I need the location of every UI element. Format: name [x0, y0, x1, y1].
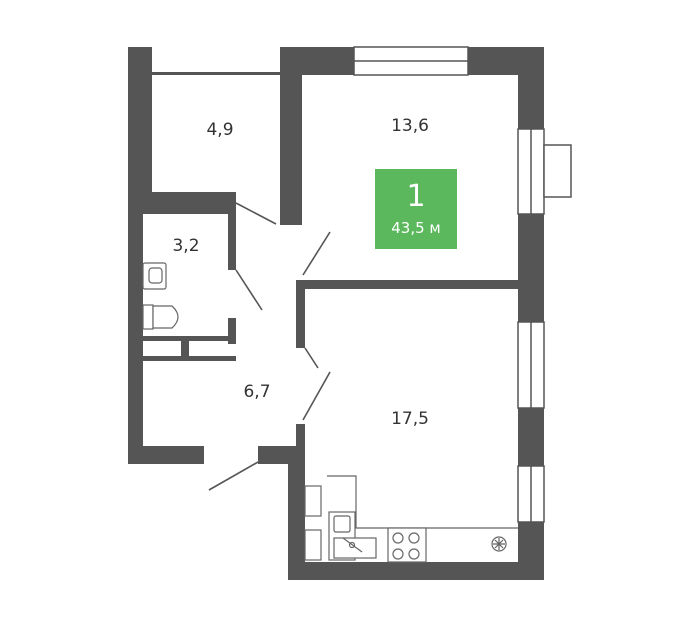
kitchen-counter — [327, 475, 518, 529]
cabinet-lower — [304, 529, 322, 561]
toilet-bowl-icon — [152, 305, 179, 329]
wall-storage-bedroom — [280, 47, 302, 215]
wall-top-bedroom-left — [302, 47, 354, 75]
wall-left-bath — [128, 214, 143, 464]
burner-1 — [392, 532, 404, 544]
door-storage — [235, 202, 277, 225]
room-label-storage: 4,9 — [206, 120, 233, 140]
wall-right-3 — [518, 408, 544, 466]
badge-area: 43,5 м — [391, 219, 440, 237]
burner-3 — [392, 548, 404, 560]
windows — [353, 46, 572, 523]
wall-bath-right-top — [228, 214, 236, 270]
badge-room-count: 1 — [406, 179, 425, 214]
bathroom-fixtures — [142, 262, 179, 330]
walls — [128, 47, 544, 580]
doors — [208, 202, 331, 491]
wall-bedroom-living — [296, 280, 518, 289]
wall-hall-living-lower — [296, 424, 305, 464]
cabinet-upper — [304, 485, 322, 517]
kitchen-sink-basin-2 — [333, 537, 377, 559]
room-label-bedroom: 13,6 — [391, 116, 429, 136]
room-label-bathroom: 3,2 — [172, 236, 199, 256]
apartment-badge: 1 43,5 м — [375, 169, 457, 249]
door-bathroom — [235, 269, 263, 311]
balcony-ledge — [543, 144, 572, 198]
wall-storage-bottom — [128, 192, 236, 214]
wall-bath-right-bottom — [228, 318, 236, 344]
wall-bath-bottom — [143, 336, 236, 341]
kitchen-sink-basin — [333, 515, 351, 533]
wall-left-top — [128, 47, 152, 192]
sink-faucet — [342, 537, 363, 553]
door-entrance — [208, 461, 259, 491]
door-living — [302, 371, 331, 421]
wall-top-left-sill — [152, 72, 280, 75]
washing-machine-drum — [493, 538, 505, 550]
wall-bath-bottom2 — [143, 356, 236, 361]
wall-bath-bottom-mid — [181, 336, 189, 361]
door-bedroom — [302, 231, 331, 276]
wall-door-pillar — [280, 215, 302, 225]
wall-right-1 — [518, 47, 544, 129]
wall-right-2 — [518, 214, 544, 322]
burner-4 — [408, 548, 420, 560]
toilet-tank-icon — [142, 304, 154, 330]
room-labels: 4,9 13,6 3,2 6,7 17,5 — [172, 116, 428, 429]
door-living-upper — [304, 347, 319, 369]
wall-left-kitchen — [288, 446, 305, 580]
wall-hall-living-upper — [296, 280, 305, 348]
wall-bottom — [288, 562, 544, 580]
room-label-living-kitchen: 17,5 — [391, 409, 429, 429]
wall-hall-bottom-left — [128, 446, 204, 464]
badge-background — [375, 169, 457, 249]
room-label-hallway: 6,7 — [243, 382, 270, 402]
burner-2 — [408, 532, 420, 544]
sink-basin — [148, 267, 163, 284]
kitchen — [304, 475, 518, 563]
